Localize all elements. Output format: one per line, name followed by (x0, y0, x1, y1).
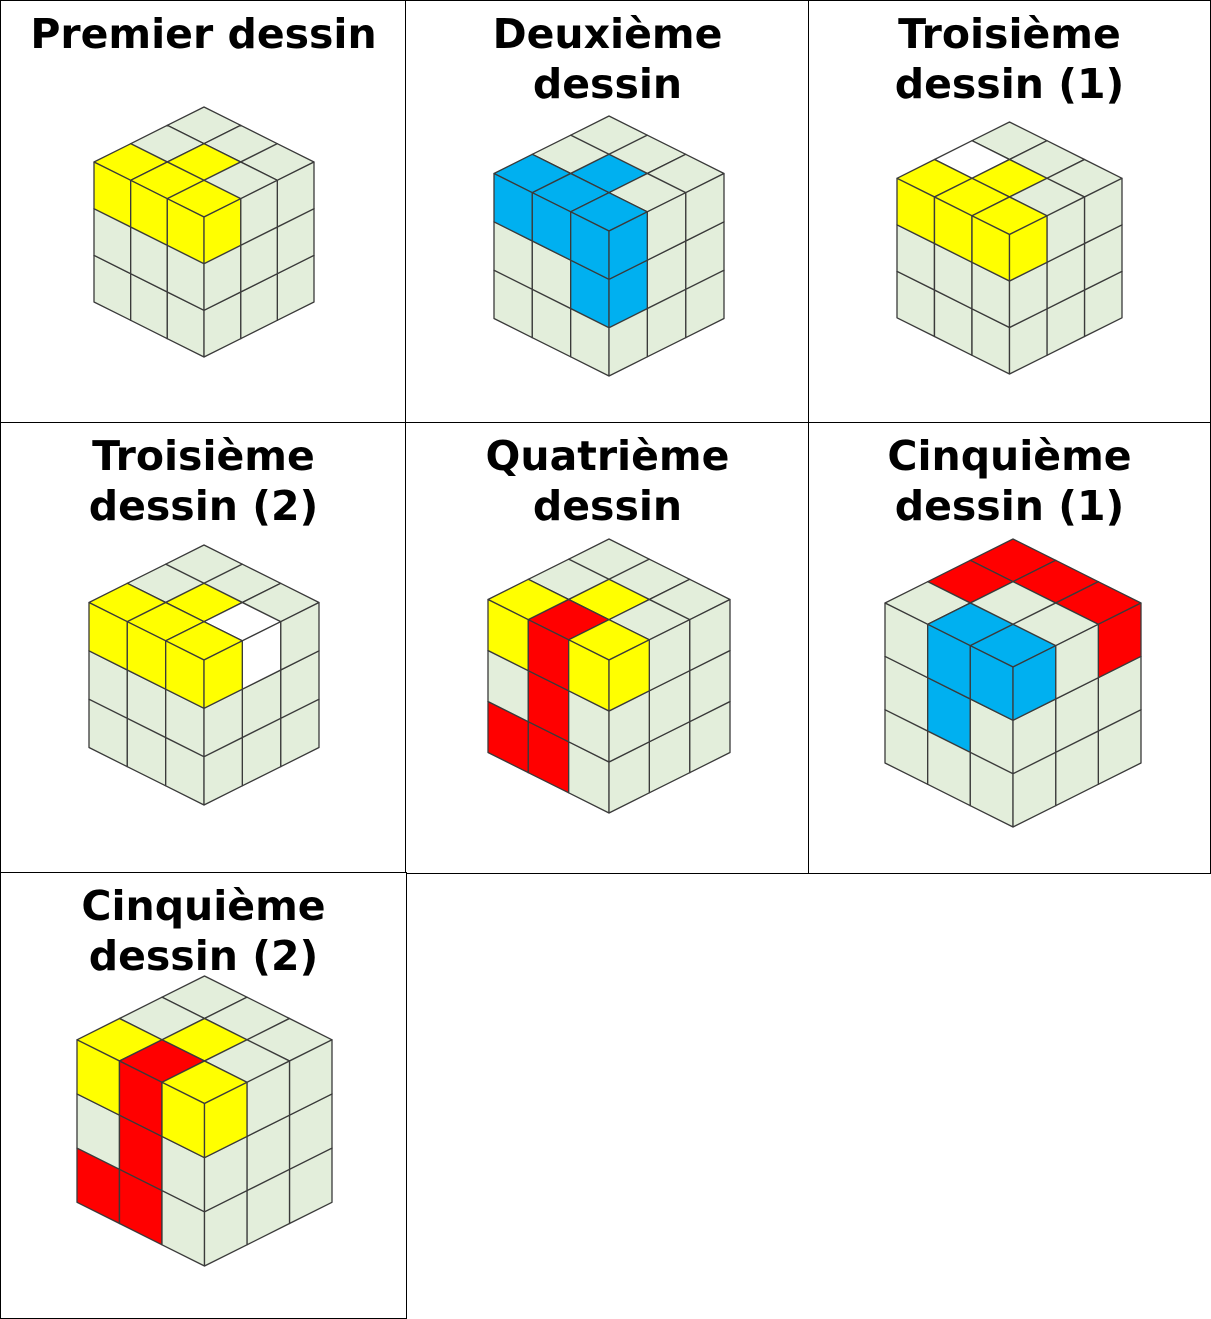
cube-figure (76, 975, 333, 1267)
drawing-cell-1: Premier dessin (0, 0, 407, 424)
drawing-cell-2: Deuxième dessin (405, 0, 810, 424)
drawing-title: Cinquième dessin (1) (887, 432, 1132, 530)
cube-figure (884, 538, 1142, 828)
cube-right-face (203, 640, 243, 709)
drawing-cell-5: Quatrième dessin (405, 422, 810, 874)
cube-right-face (203, 198, 242, 265)
cube-figure (93, 106, 315, 358)
drawing-title: Quatrième dessin (485, 432, 730, 530)
drawing-cell-3: Troisième dessin (1) (808, 0, 1211, 424)
drawing-title: Premier dessin (30, 10, 377, 58)
drawing-title: Troisième dessin (1) (894, 10, 1125, 108)
cube-right-face (203, 1081, 248, 1159)
drawing-cell-7: Cinquième dessin (2) (0, 872, 407, 1319)
drawing-title: Troisième dessin (2) (88, 432, 319, 530)
cube-right-face (608, 639, 650, 712)
drawing-title: Deuxième dessin (492, 10, 723, 108)
cube-figure (88, 544, 320, 806)
cube-right-face (608, 211, 648, 280)
cube-figure (493, 115, 725, 377)
cube-right-face (1008, 215, 1048, 282)
cube-figure (896, 121, 1123, 375)
drawing-title: Cinquième dessin (2) (81, 882, 326, 980)
cube-figure (487, 538, 731, 814)
cube-right-face (1012, 645, 1057, 721)
drawing-cell-4: Troisième dessin (2) (0, 422, 407, 874)
drawing-cell-6: Cinquième dessin (1) (808, 422, 1211, 874)
